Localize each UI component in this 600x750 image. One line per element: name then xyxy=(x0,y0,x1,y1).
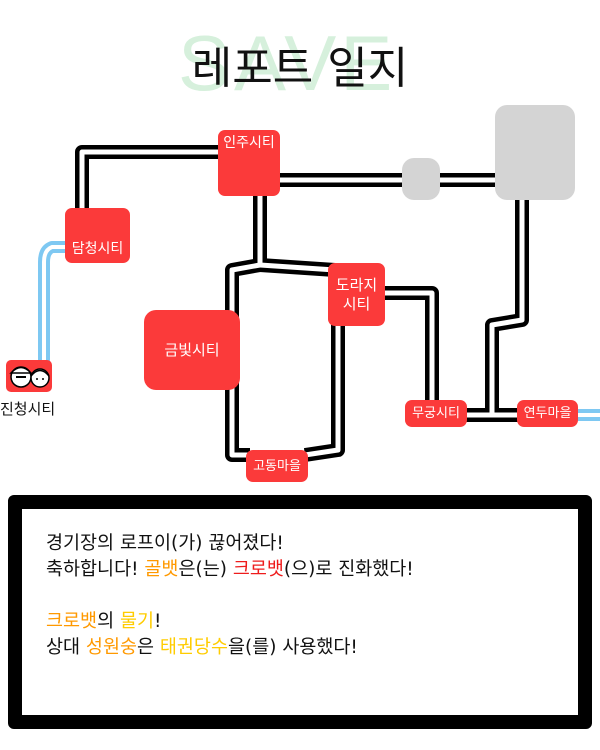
water-route-damcheong-jincheong xyxy=(38,241,75,365)
city-geumbit[interactable]: 금빛시티 xyxy=(144,310,240,390)
city-jincheong-label: 진청시티 xyxy=(0,400,56,418)
pokemon-name: 성원숭 xyxy=(85,637,137,658)
text: 을(를) 사용했다! xyxy=(227,637,358,658)
city-label: 담청시티 xyxy=(71,241,124,257)
locked-area-large xyxy=(495,105,575,200)
text: 은(는) xyxy=(178,559,233,580)
city-label: 인주시티 xyxy=(223,135,275,151)
road-dorazi-godong xyxy=(303,320,345,462)
city-godong[interactable]: 고동마을 xyxy=(246,450,308,482)
text: 은 xyxy=(136,637,160,658)
dialog-line-3: 크로뱃의 물기! xyxy=(46,609,414,635)
city-label: 무궁시티 xyxy=(412,406,460,421)
text: 축하합니다! xyxy=(46,559,145,580)
city-label: 고동마을 xyxy=(253,458,301,474)
city-yeondu[interactable]: 연두마을 xyxy=(517,400,578,427)
text: ! xyxy=(154,611,162,632)
save-watermark: SAVE xyxy=(178,19,397,107)
pokemon-name: 골뱃 xyxy=(144,559,179,580)
city-injoo[interactable]: 인주시티 xyxy=(218,130,280,196)
locked-area-small xyxy=(402,158,440,200)
road-yeondu-north xyxy=(485,200,529,415)
city-label: 연두마을 xyxy=(523,406,572,421)
route-map xyxy=(38,145,600,462)
text: (으)로 진화했다! xyxy=(283,559,414,580)
dialog-line-1: 경기장의 로프이(가) 끊어졌다! xyxy=(46,533,284,554)
dialog-text: 경기장의 로프이(가) 끊어졌다! 축하합니다! 골뱃은(는) 크로뱃(으)로 … xyxy=(46,531,414,661)
player-location[interactable] xyxy=(6,360,52,392)
city-label: 시티 xyxy=(342,294,371,313)
city-mugung[interactable]: 무궁시티 xyxy=(405,400,467,427)
pokemon-name: 크로뱃 xyxy=(232,559,284,580)
page-title: 레포트 일지 xyxy=(191,43,409,94)
road-damcheong-injoo xyxy=(75,145,225,215)
move-name: 태권당수 xyxy=(159,637,228,658)
move-name: 물기 xyxy=(119,611,155,632)
text: 상대 xyxy=(46,637,86,658)
city-damcheong[interactable]: 담청시티 xyxy=(65,208,130,263)
city-label: 도라지 xyxy=(335,275,378,294)
text: 의 xyxy=(97,611,120,632)
road-dorazi-mugung xyxy=(380,286,439,405)
dialog-line-4: 상대 성원숭은 태권당수을(를) 사용했다! xyxy=(46,635,414,661)
city-label: 금빛시티 xyxy=(164,340,220,359)
message-dialog[interactable]: 경기장의 로프이(가) 끊어졌다! 축하합니다! 골뱃은(는) 크로뱃(으)로 … xyxy=(8,495,592,729)
player-characters-icon xyxy=(9,366,50,388)
dialog-line-2: 축하합니다! 골뱃은(는) 크로뱃(으)로 진화했다! xyxy=(46,557,414,583)
pokemon-name: 크로뱃 xyxy=(46,611,98,632)
